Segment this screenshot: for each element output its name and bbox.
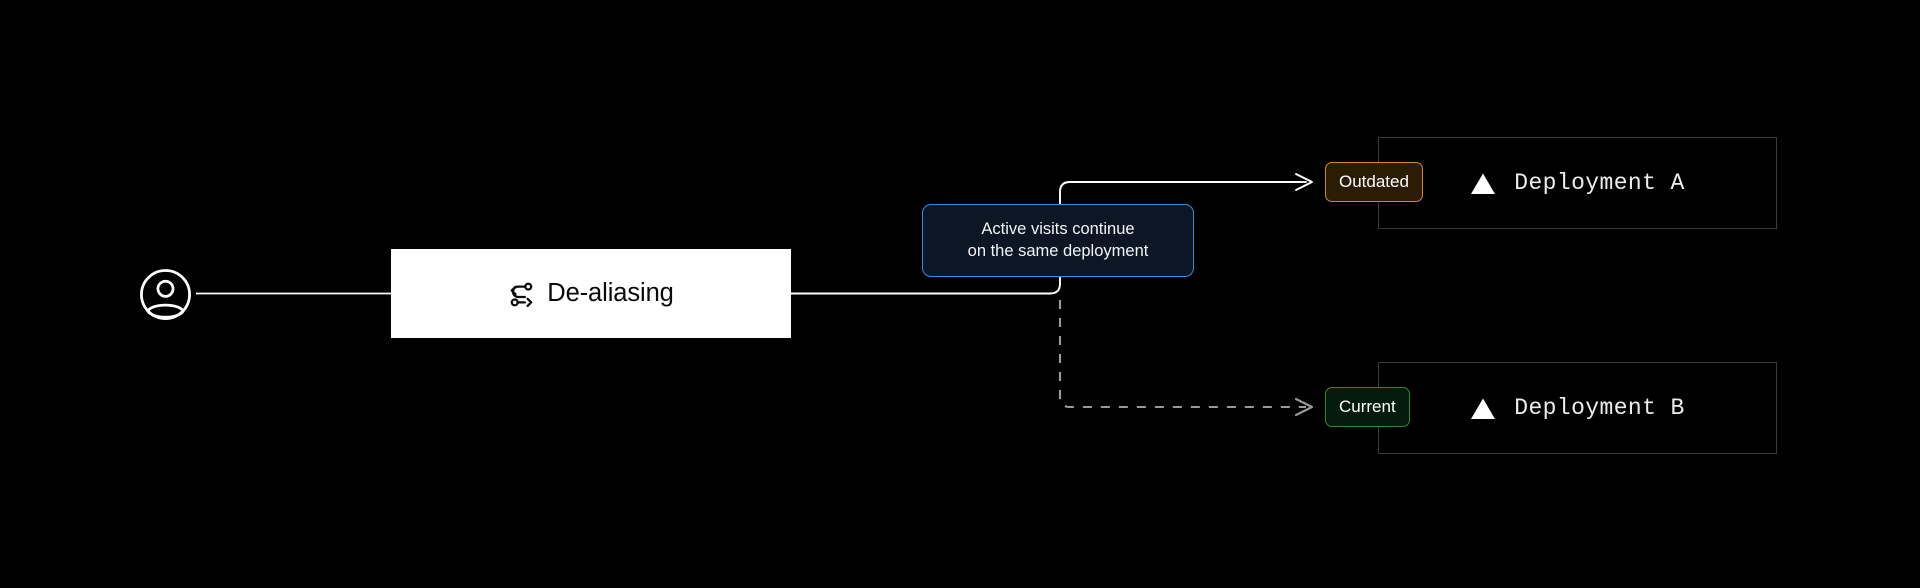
deployment-card-b[interactable]: Deployment B [1378,362,1777,454]
deployment-b-name: Deployment B [1514,395,1685,421]
arrowhead-deployment-a [1295,173,1313,191]
active-visits-annotation: Active visits continue on the same deplo… [922,204,1194,277]
deployment-card-a[interactable]: Deployment A [1378,137,1777,229]
edge-router-to-deployment-b [1058,300,1306,409]
annotation-line-2: on the same deployment [967,241,1149,260]
status-badge-outdated: Outdated [1325,162,1423,202]
status-badge-current: Current [1325,387,1410,427]
vercel-triangle-icon [1471,173,1496,194]
status-badge-current-label: Current [1339,397,1396,416]
dealiasing-node[interactable]: De-aliasing [391,249,791,338]
annotation-line-1: Active visits continue [981,220,1135,239]
dealiasing-label: De-aliasing [547,279,674,307]
vercel-triangle-icon [1471,398,1496,419]
arrowhead-deployment-b [1294,397,1314,417]
route-icon [510,282,533,308]
user-circle-icon [140,269,191,320]
deployment-a-name: Deployment A [1514,170,1685,196]
status-badge-outdated-label: Outdated [1339,172,1409,191]
